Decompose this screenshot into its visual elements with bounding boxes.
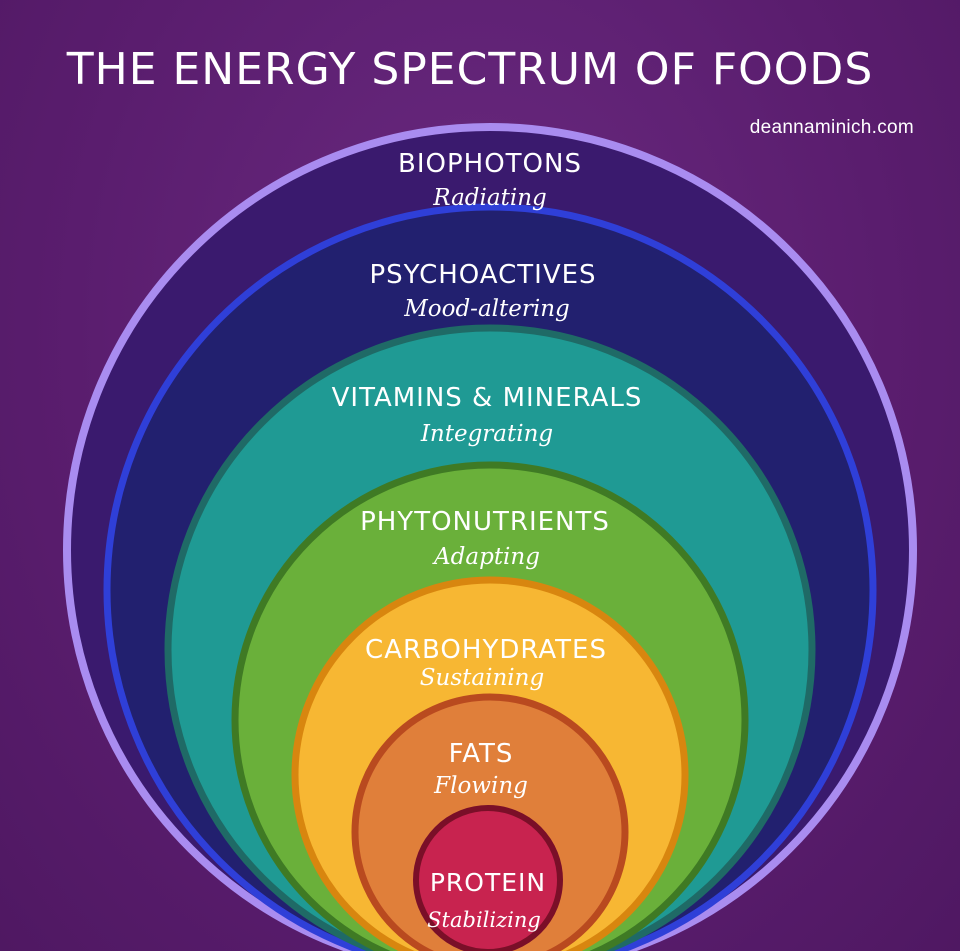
- sublabel-carbohydrates: Sustaining: [420, 665, 544, 691]
- label-vitamins-minerals: VITAMINS & MINERALS: [332, 383, 643, 413]
- sublabel-biophotons: Radiating: [432, 185, 546, 211]
- ring-labels: BIOPHOTONS Radiating PSYCHOACTIVES Mood-…: [332, 149, 643, 932]
- sublabel-phytonutrients: Adapting: [432, 544, 540, 570]
- sublabel-vitamins-minerals: Integrating: [420, 421, 553, 447]
- rings-layer: [63, 123, 917, 951]
- label-phytonutrients: PHYTONUTRIENTS: [360, 507, 610, 537]
- label-fats: FATS: [449, 739, 514, 769]
- sublabel-fats: Flowing: [433, 773, 528, 799]
- ring-protein: [413, 805, 563, 951]
- sublabel-protein: Stabilizing: [427, 908, 541, 932]
- page-title: THE ENERGY SPECTRUM OF FOODS: [66, 44, 874, 95]
- sublabel-psychoactives: Mood-altering: [403, 296, 570, 322]
- label-psychoactives: PSYCHOACTIVES: [369, 260, 596, 290]
- credit-text: deannaminich.com: [749, 117, 914, 138]
- label-protein: PROTEIN: [430, 868, 546, 897]
- label-biophotons: BIOPHOTONS: [398, 149, 582, 179]
- label-carbohydrates: CARBOHYDRATES: [365, 635, 607, 665]
